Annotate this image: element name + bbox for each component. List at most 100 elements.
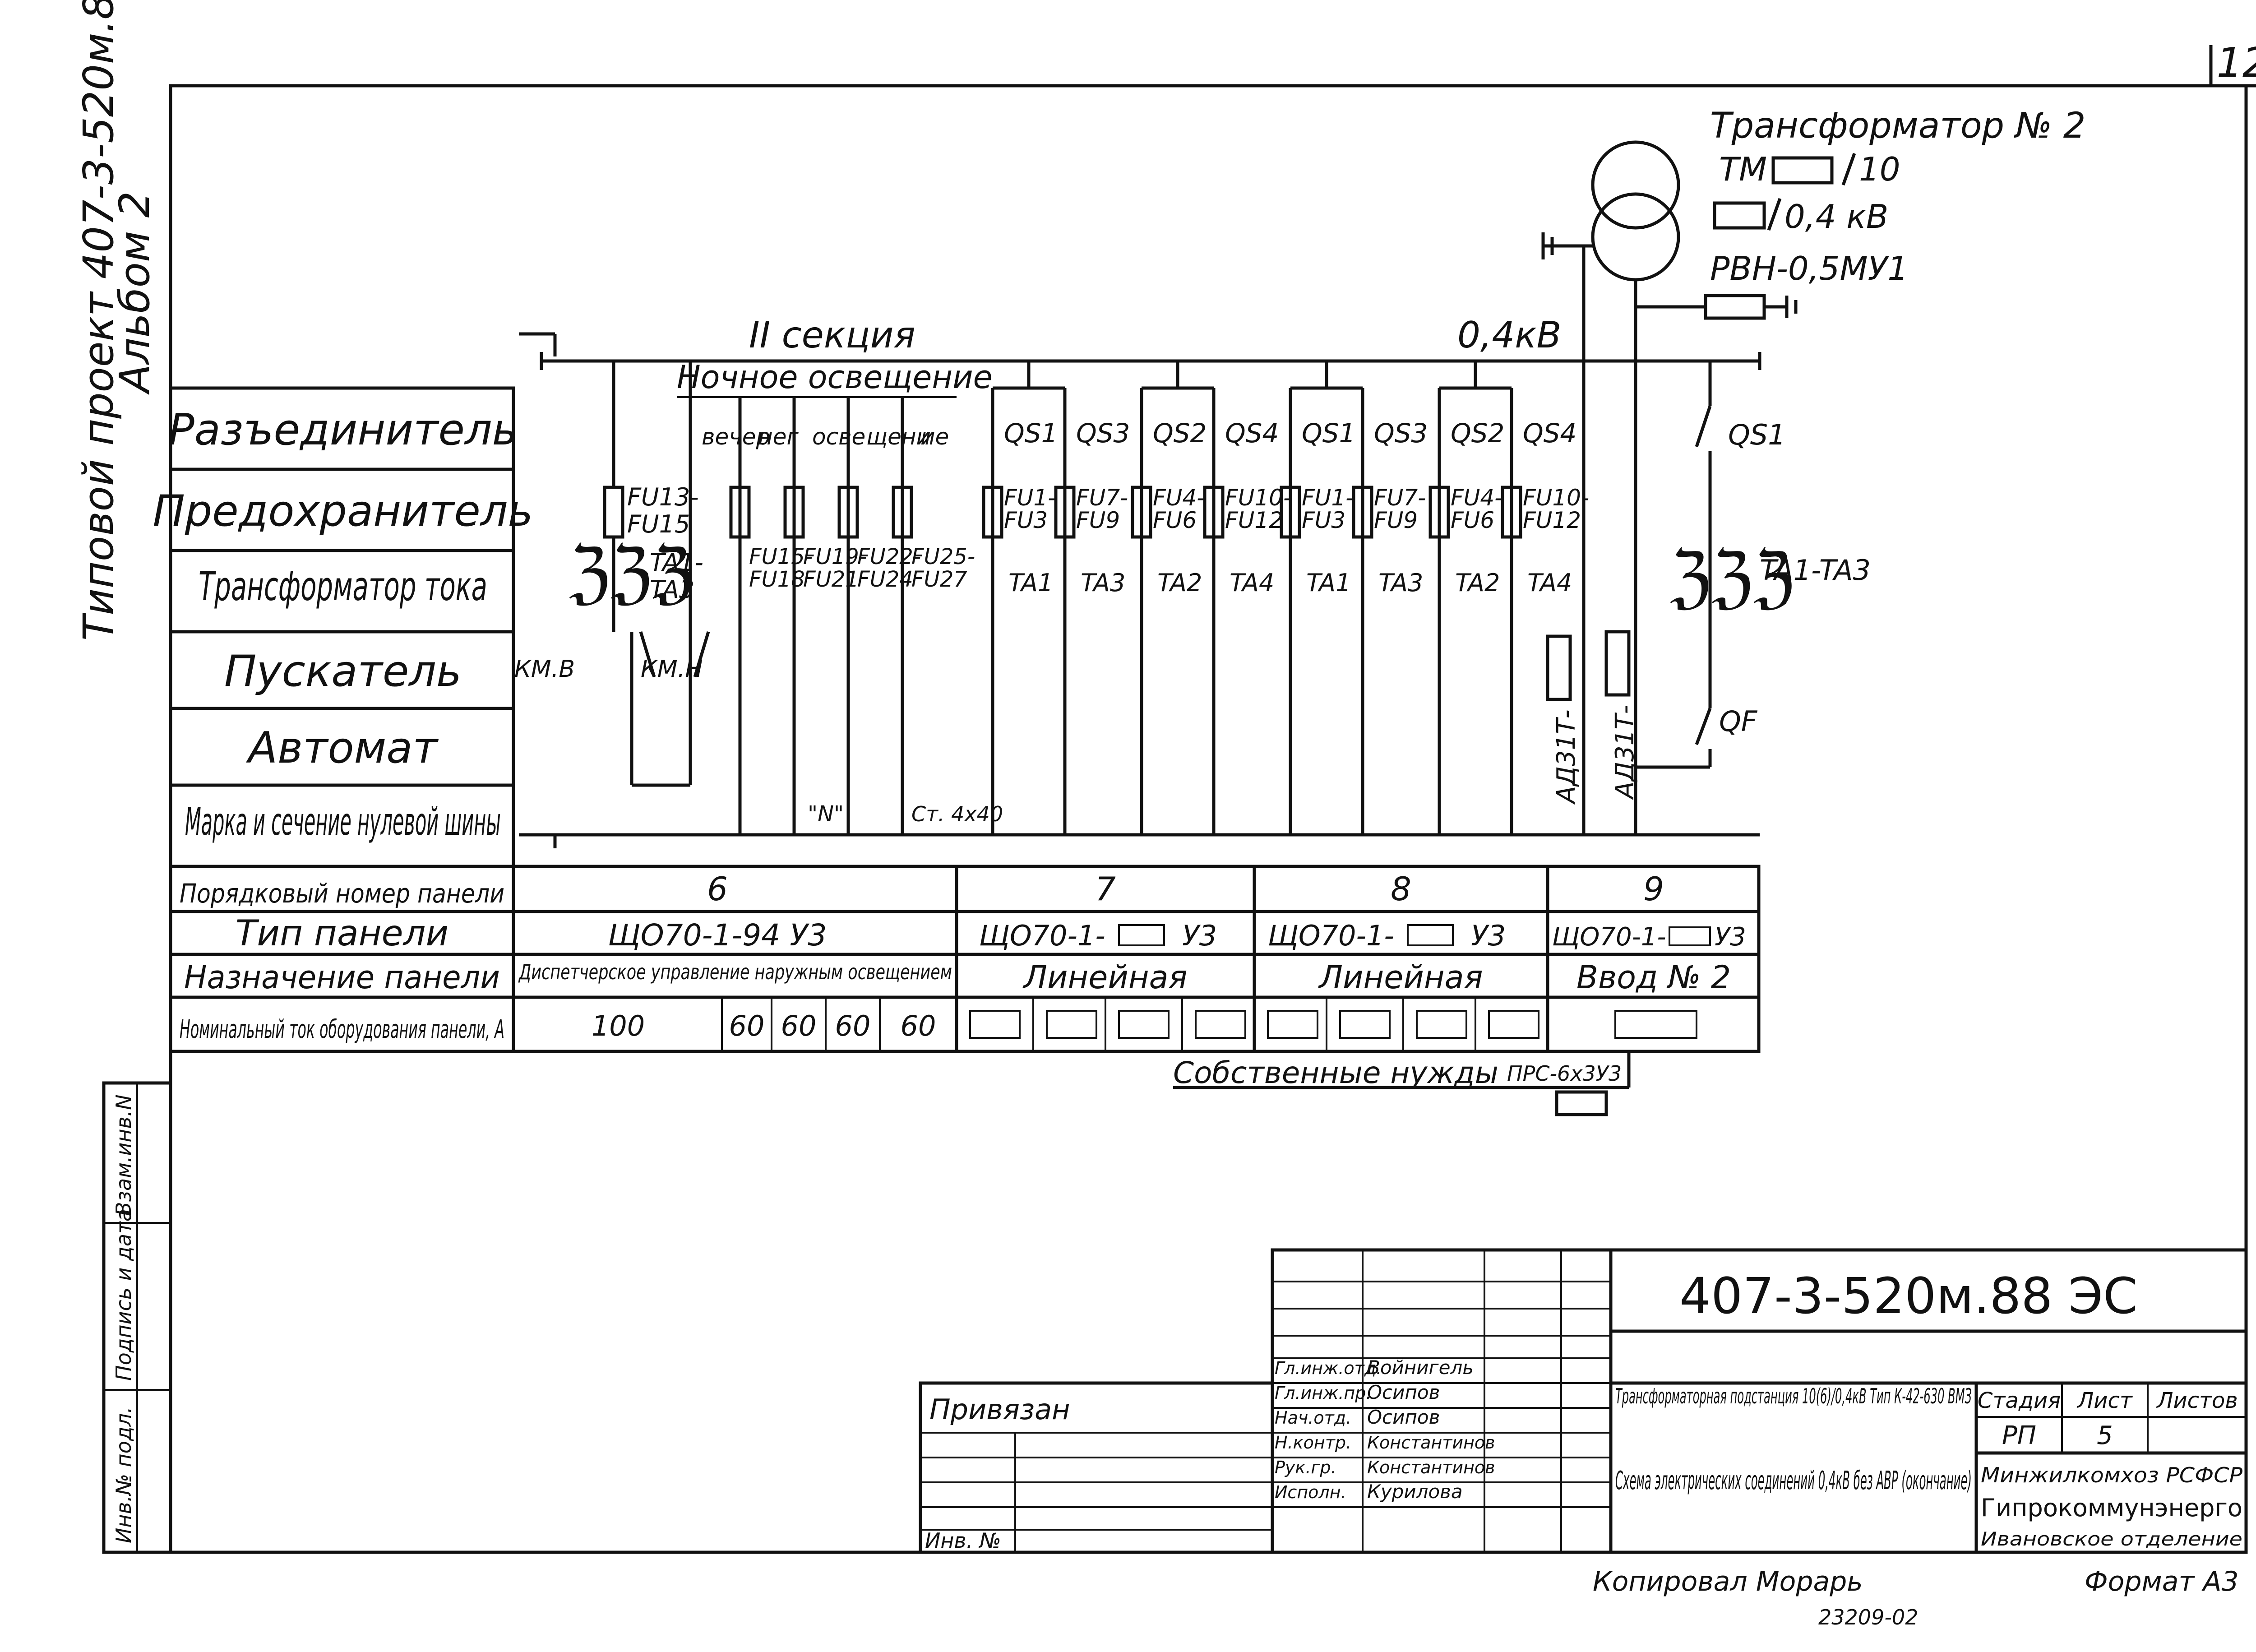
stamp-signature-date: Подпись и дата bbox=[111, 1209, 136, 1381]
role-5: Рук.гр. bbox=[1275, 1458, 1336, 1477]
p7-fu3-top: FU4- bbox=[1153, 485, 1205, 511]
p6-fu3-top: FU22- bbox=[857, 544, 921, 569]
panel-type-7: ЩО70-1- bbox=[979, 919, 1105, 952]
p6-ct-symbols: ℨℨℨ bbox=[569, 533, 693, 612]
panel-number-6: 6 bbox=[707, 870, 728, 908]
side-project-line1: Типовой проект 407-3-520м.88 bbox=[74, 0, 123, 641]
current-6-2: 60 bbox=[729, 1009, 765, 1042]
panel-purpose-6: Диспетчерское управление наружным освеще… bbox=[518, 960, 952, 984]
p8-qs2: QS2 bbox=[1451, 418, 1504, 449]
footer: Копировал Морарь Формат А3 23209-02 bbox=[1593, 1566, 2239, 1629]
lighting-sub-3: осве bbox=[812, 424, 865, 450]
p6-fu4-bot: FU27 bbox=[911, 567, 967, 592]
name-6: Курилова bbox=[1367, 1481, 1463, 1503]
sheet-title: Схема электрических соединений 0,4кВ без… bbox=[1615, 1466, 1972, 1495]
own-needs-device: ПРС-6х3У3 bbox=[1507, 1061, 1622, 1086]
row-label-neutral-bus: Марка и сечение нулевой шины bbox=[185, 800, 501, 844]
inv-no-label: Инв. № bbox=[925, 1528, 1001, 1553]
current-6-1: 100 bbox=[592, 1009, 645, 1042]
p7-ta3: TA3 bbox=[1081, 569, 1125, 597]
p7-qs3: QS3 bbox=[1076, 418, 1130, 449]
name-2: Осипов bbox=[1367, 1381, 1440, 1403]
row-label-disconnector: Разъединитель bbox=[168, 405, 517, 455]
p7-fu4-bot: FU12 bbox=[1225, 507, 1283, 533]
panel-number-9: 9 bbox=[1643, 870, 1664, 908]
p7-ta4: TA4 bbox=[1230, 569, 1274, 597]
org-institute: Гипрокоммунэнерго bbox=[1981, 1494, 2242, 1522]
role-6: Исполн. bbox=[1275, 1482, 1346, 1502]
p6-ta-top: TA1- bbox=[650, 548, 703, 577]
row-label-current-transformer: Трансформатор тока bbox=[199, 563, 487, 610]
current-6-4: 60 bbox=[835, 1009, 871, 1042]
side-stamp-strip: Инв.№ подл. Подпись и дата Взам.инв.N bbox=[102, 1081, 172, 1554]
transformer-device: РВН-0,5МУ1 bbox=[1710, 250, 1908, 287]
p7-ta1: TA1 bbox=[1008, 569, 1053, 597]
sheet-value: 5 bbox=[2097, 1421, 2113, 1450]
night-lighting-label: Ночное освещение bbox=[677, 359, 993, 396]
p6-fu-bot: FU15 bbox=[627, 510, 690, 538]
row-label-starter: Пускатель bbox=[224, 647, 462, 696]
privyazan-label: Привязан bbox=[929, 1393, 1070, 1426]
org-branch: Ивановское отделение bbox=[1981, 1528, 2242, 1550]
own-needs: Собственные нужды ПРС-6х3У3 bbox=[1173, 1051, 1631, 1116]
transformer-winding-2 bbox=[1591, 192, 1680, 282]
panel-type-6: ЩО70-1-94 У3 bbox=[608, 918, 827, 953]
p6-bus-mark: Ст. 4x40 bbox=[911, 802, 1003, 826]
stamp-vzam-inv: Взам.инв.N bbox=[111, 1094, 136, 1216]
p6-fu1-top: FU15- bbox=[749, 544, 813, 569]
panel-purpose-7: Линейная bbox=[1022, 959, 1187, 996]
lighting-sub-2: нег bbox=[758, 424, 799, 450]
object-title: Трансформаторная подстанция 10(6)/0,4кВ … bbox=[1615, 1384, 1972, 1408]
panel-6-circuits: FU13- FU15 TA1- TA3 КМ.В КМ.Н ℨℨℨ FU15- … bbox=[514, 361, 1003, 835]
p8-fu1-bot: FU3 bbox=[1302, 507, 1345, 533]
lighting-sub-1: вечер bbox=[702, 424, 770, 450]
lighting-sub-4: щени bbox=[866, 424, 931, 450]
panel-purpose-9: Ввод № 2 bbox=[1576, 959, 1731, 996]
p8-fu3-top: FU4- bbox=[1451, 485, 1502, 511]
panel-type-8-suffix: У3 bbox=[1471, 919, 1506, 952]
sheet-label: Лист bbox=[2076, 1388, 2133, 1413]
p7-qs4: QS4 bbox=[1225, 418, 1279, 449]
bus-section-label: II секция bbox=[749, 314, 915, 356]
transformer-2: Трансформатор № 2 ТМ 10 0,4 кВ РВН-0,5МУ… bbox=[1541, 106, 2085, 835]
p7-qs2: QS2 bbox=[1153, 418, 1207, 449]
drawing-code: 407-3-520м.88 ЭС bbox=[1679, 1267, 2138, 1325]
p8-ta2: TA2 bbox=[1455, 569, 1500, 597]
table-header-number: Порядковый номер панели bbox=[180, 878, 504, 909]
name-4: Константинов bbox=[1367, 1433, 1495, 1453]
p9-qf: QF bbox=[1719, 705, 1758, 738]
side-project-line2: Альбом 2 bbox=[111, 191, 159, 395]
p8-qs1: QS1 bbox=[1302, 418, 1355, 449]
sheets-label: Листов bbox=[2156, 1388, 2238, 1413]
stage-label: Стадия bbox=[1978, 1388, 2061, 1413]
role-2: Гл.инж.пр. bbox=[1275, 1383, 1371, 1403]
p8-fu3-bot: FU6 bbox=[1451, 507, 1494, 533]
p8-ta3: TA3 bbox=[1378, 569, 1423, 597]
p7-qs1: QS1 bbox=[1004, 418, 1058, 449]
stamp-inv-podl: Инв.№ подл. bbox=[111, 1407, 136, 1543]
bus-voltage-label: 0,4кВ bbox=[1457, 314, 1561, 356]
panel-type-8: ЩО70-1- bbox=[1268, 919, 1394, 952]
panel-9-circuits: QS1 TA1-TA3 QF ℨℨℨ АД31Т- АД31Т- bbox=[1546, 361, 1871, 805]
current-6-3: 60 bbox=[781, 1009, 817, 1042]
p8-fu2-bot: FU9 bbox=[1374, 507, 1418, 533]
transformer-winding-1 bbox=[1591, 140, 1680, 230]
panel-purpose-8: Линейная bbox=[1318, 959, 1483, 996]
p7-fu3-bot: FU6 bbox=[1153, 507, 1197, 533]
p8-qs4: QS4 bbox=[1523, 418, 1576, 449]
night-lighting-group: Ночное освещение вечер нег осве щени ие bbox=[677, 359, 993, 450]
name-5: Константинов bbox=[1367, 1458, 1495, 1477]
p6-fu-top: FU13- bbox=[627, 483, 699, 511]
panel-number-8: 8 bbox=[1391, 870, 1411, 908]
table-header-current: Номинальный ток оборудования панели, А bbox=[180, 1015, 504, 1044]
transformer-voltage: 0,4 кВ bbox=[1784, 198, 1888, 236]
p9-breaker-1: АД31Т- bbox=[1552, 709, 1581, 805]
blank-current-boxes bbox=[969, 1010, 1697, 1039]
p6-fu2-bot: FU21 bbox=[803, 567, 859, 592]
rvn-arrester bbox=[1704, 294, 1766, 320]
p9-breaker-2: АД31Т- bbox=[1610, 705, 1640, 800]
lighting-sub-5: ие bbox=[920, 424, 949, 450]
p9-ta: TA1-TA3 bbox=[1760, 554, 1871, 587]
panel-table: Порядковый номер панели Тип панели Назна… bbox=[169, 865, 1761, 1053]
